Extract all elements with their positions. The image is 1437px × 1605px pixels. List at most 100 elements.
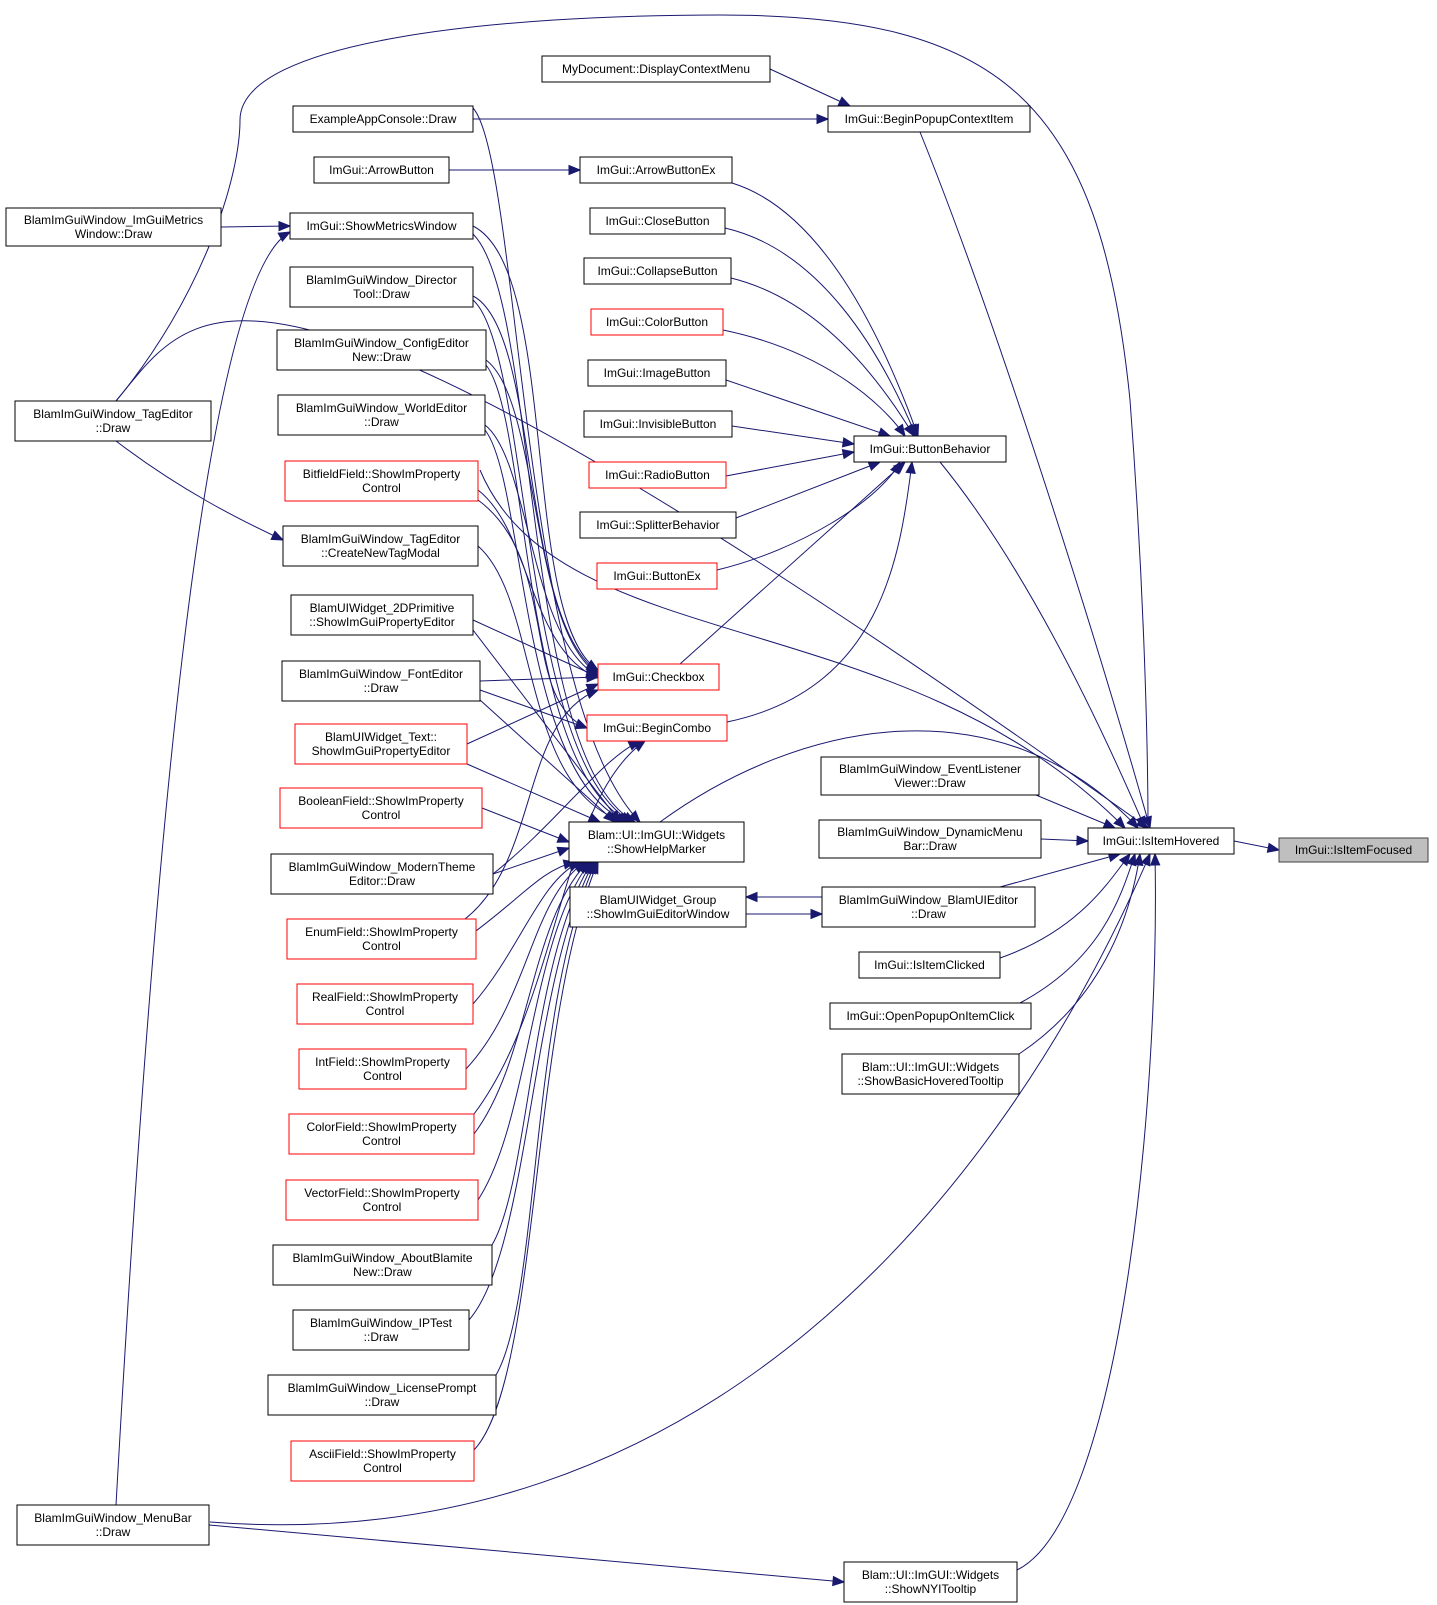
node-label: ::Draw [364, 681, 399, 695]
node-label: Control [362, 939, 401, 953]
node-exampleappconsole[interactable]: ExampleAppConsole::Draw [292, 105, 474, 133]
node-label: Viewer::Draw [894, 776, 965, 790]
node-box [827, 105, 1031, 133]
nodes-layer: ImGui::IsItemFocused ImGui::IsItemHovered… [5, 55, 1429, 1603]
node-label: ImGui::BeginCombo [603, 721, 711, 735]
node-box [294, 723, 468, 765]
edge-colorbutton-buttonbehavior-arrowhead [894, 423, 906, 438]
node-fonteditor[interactable]: BlamImGuiWindow_FontEditor::Draw [281, 660, 481, 702]
node-widgettext[interactable]: BlamUIWidget_Text::ShowImGuiPropertyEdit… [294, 723, 468, 765]
node-worldeditor[interactable]: BlamImGuiWindow_WorldEditor::Draw [277, 394, 486, 436]
node-label: ::ShowImGuiEditorWindow [587, 907, 730, 921]
node-box [579, 156, 733, 184]
node-label: BitfieldField::ShowImProperty [303, 467, 460, 481]
node-box [289, 212, 474, 240]
edge-widgetgroup-blamuieditor-arrowhead [810, 908, 824, 920]
node-box [284, 460, 479, 502]
node-label: BlamImGuiWindow_TagEditor [33, 407, 192, 421]
node-shownyitooltip[interactable]: Blam::UI::ImGUI::Widgets::ShowNYITooltip [843, 1561, 1018, 1603]
node-closebutton[interactable]: ImGui::CloseButton [589, 207, 726, 235]
edge-showbasichoveredtooltip-isitemhovered [1018, 853, 1141, 1055]
node-iptest[interactable]: BlamImGuiWindow_IPTest::Draw [292, 1309, 470, 1351]
node-licenseprompt[interactable]: BlamImGuiWindow_LicensePrompt::Draw [267, 1374, 497, 1416]
node-box [298, 1048, 467, 1090]
node-label: BlamImGuiWindow_WorldEditor [296, 401, 467, 415]
node-openpopuponitemclick[interactable]: ImGui::OpenPopupOnItemClick [829, 1002, 1032, 1030]
node-buttonbehavior[interactable]: ImGui::ButtonBehavior [853, 435, 1007, 463]
node-colorbutton[interactable]: ImGui::ColorButton [590, 308, 724, 336]
node-showhelpmarker[interactable]: Blam::UI::ImGUI::Widgets::ShowHelpMarker [568, 821, 745, 863]
node-box [289, 266, 474, 308]
node-eventlistener[interactable]: BlamImGuiWindow_EventListenerViewer::Dra… [820, 756, 1040, 796]
node-arrowbutton[interactable]: ImGui::ArrowButton [313, 156, 450, 184]
edge-isitemhovered-isitemfocused-arrowhead [1266, 842, 1281, 853]
edge-radiobutton-buttonbehavior-arrowhead [841, 448, 856, 460]
node-label: Control [363, 1069, 402, 1083]
edge-begincombo-buttonbehavior-arrowhead [905, 460, 916, 475]
node-label: ::ShowHelpMarker [607, 842, 706, 856]
node-splitterbehavior[interactable]: ImGui::SplitterBehavior [579, 511, 737, 539]
node-imagebutton[interactable]: ImGui::ImageButton [587, 359, 727, 387]
node-box [313, 156, 450, 184]
node-begincombo[interactable]: ImGui::BeginCombo [586, 714, 728, 742]
node-createnewtagmodal[interactable]: BlamImGuiWindow_TagEditor::CreateNewTagM… [282, 525, 479, 567]
node-widgetgroup[interactable]: BlamUIWidget_Group::ShowImGuiEditorWindo… [569, 886, 747, 928]
node-radiobutton[interactable]: ImGui::RadioButton [588, 461, 727, 489]
node-label: ::ShowNYITooltip [885, 1582, 977, 1596]
node-showbasichoveredtooltip[interactable]: Blam::UI::ImGUI::Widgets::ShowBasicHover… [841, 1053, 1020, 1095]
edge-menubar-shownyitooltip [208, 1524, 845, 1583]
node-box [286, 918, 477, 960]
edge-checkbox-buttonbehavior-arrowhead [892, 461, 906, 474]
node-primitive2d[interactable]: BlamUIWidget_2DPrimitive::ShowImGuiPrope… [290, 594, 474, 636]
node-box [588, 461, 727, 489]
node-showmetricswindow[interactable]: ImGui::ShowMetricsWindow [289, 212, 474, 240]
edge-colorbutton-buttonbehavior [722, 329, 906, 437]
edge-beginpopupcontextitem-isitemhovered [919, 131, 1151, 829]
node-isitemclicked[interactable]: ImGui::IsItemClicked [858, 951, 1001, 979]
node-isitemhovered[interactable]: ImGui::IsItemHovered [1087, 827, 1235, 855]
node-label: BlamImGuiWindow_ModernTheme [289, 860, 476, 874]
edge-booleanfield-showhelpmarker [481, 807, 570, 843]
node-box [590, 308, 724, 336]
node-box [587, 359, 727, 387]
node-label: BlamImGuiWindow_DynamicMenu [837, 825, 1022, 839]
node-checkbox[interactable]: ImGui::Checkbox [597, 663, 720, 691]
edge-showhelpmarker-isitemhovered-arrowhead [1126, 816, 1139, 829]
node-box [541, 55, 771, 83]
node-isitemfocused[interactable]: ImGui::IsItemFocused [1278, 837, 1429, 863]
node-label: ::ShowBasicHoveredTooltip [857, 1074, 1003, 1088]
node-box [843, 1561, 1018, 1603]
edge-worldeditor-checkbox [484, 424, 599, 677]
edge-exampleappconsole-showhelpmarker [472, 107, 641, 823]
node-invisiblebutton[interactable]: ImGui::InvisibleButton [583, 410, 733, 438]
node-label: ImGui::InvisibleButton [600, 417, 717, 431]
node-arrowbuttonex[interactable]: ImGui::ArrowButtonEx [579, 156, 733, 184]
node-menubar[interactable]: BlamImGuiWindow_MenuBar::Draw [16, 1504, 210, 1546]
node-label: Editor::Draw [349, 874, 415, 888]
node-blamuieditor[interactable]: BlamImGuiWindow_BlamUIEditor::Draw [821, 886, 1036, 928]
node-buttonex[interactable]: ImGui::ButtonEx [596, 562, 718, 590]
edge-checkbox-buttonbehavior [679, 461, 906, 665]
node-label: ImGui::IsItemHovered [1103, 834, 1220, 848]
node-mydocument[interactable]: MyDocument::DisplayContextMenu [541, 55, 771, 83]
node-beginpopupcontextitem[interactable]: ImGui::BeginPopupContextItem [827, 105, 1031, 133]
node-label: Control [363, 1200, 402, 1214]
node-label: New::Draw [353, 1265, 412, 1279]
node-collapsebutton[interactable]: ImGui::CollapseButton [583, 257, 732, 285]
edge-menubar-isitemhovered-arrowhead [1140, 852, 1151, 867]
node-tageditor[interactable]: BlamImGuiWindow_TagEditor::Draw [14, 400, 212, 442]
